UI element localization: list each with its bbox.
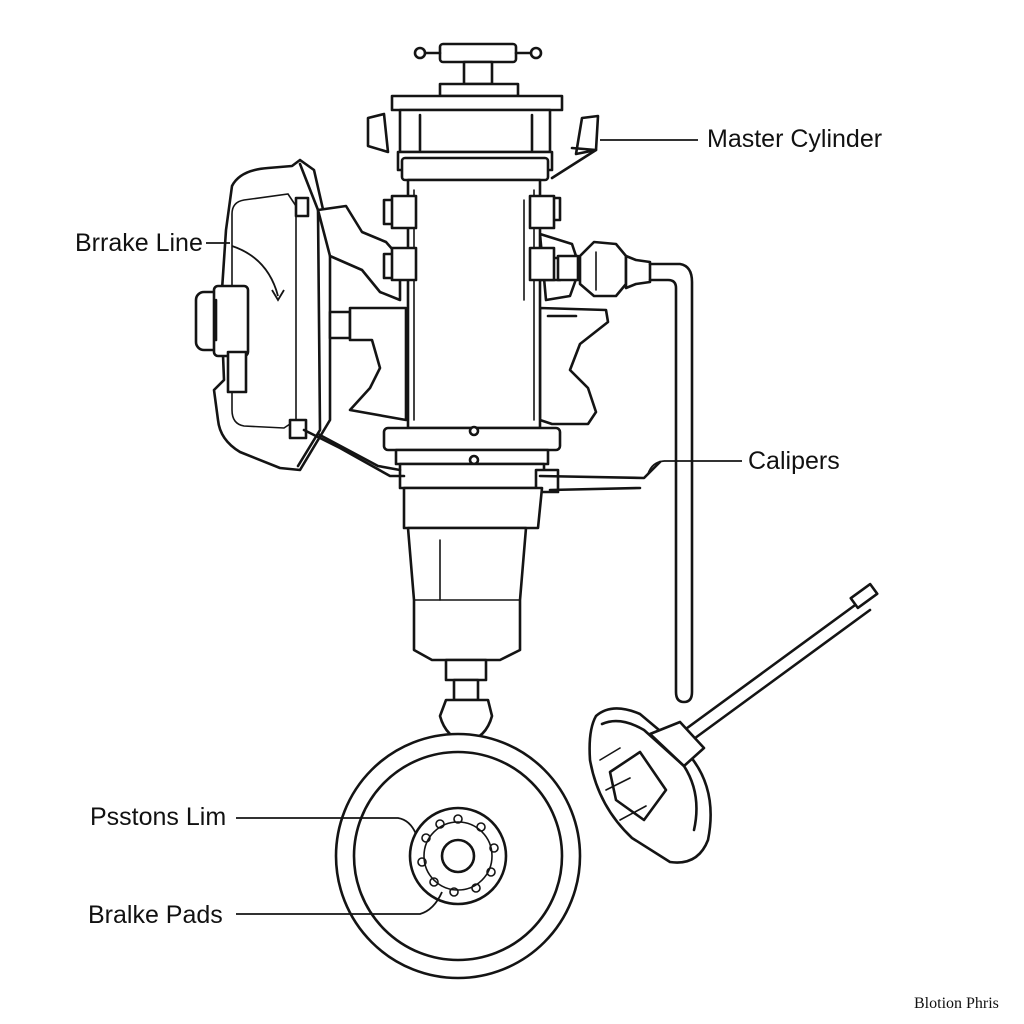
label-calipers: Calipers xyxy=(748,447,840,475)
label-master-cylinder: Master Cylinder xyxy=(707,125,883,153)
label-brake-line: Brrake Line xyxy=(75,229,203,257)
reservoir-cap xyxy=(366,42,600,180)
pedal-assembly xyxy=(588,582,879,864)
leader-lines xyxy=(206,139,742,915)
mounting-flange-right xyxy=(534,196,610,426)
brake-line-pipe xyxy=(578,240,694,704)
linkage-arms xyxy=(302,428,662,492)
leader-pistons xyxy=(236,817,417,835)
caliper-housing-left xyxy=(194,158,332,472)
leader-brake-pads xyxy=(236,891,443,915)
credit-text: Blotion Phris xyxy=(914,995,999,1012)
label-pistons: Psstons Lim xyxy=(90,803,227,831)
rotor-bolt-holes xyxy=(417,814,499,897)
leader-brake-line-arrow xyxy=(231,245,279,297)
brake-rotor xyxy=(334,732,582,980)
label-brake-pads: Bralke Pads xyxy=(88,901,223,929)
master-cylinder-body xyxy=(382,156,562,744)
